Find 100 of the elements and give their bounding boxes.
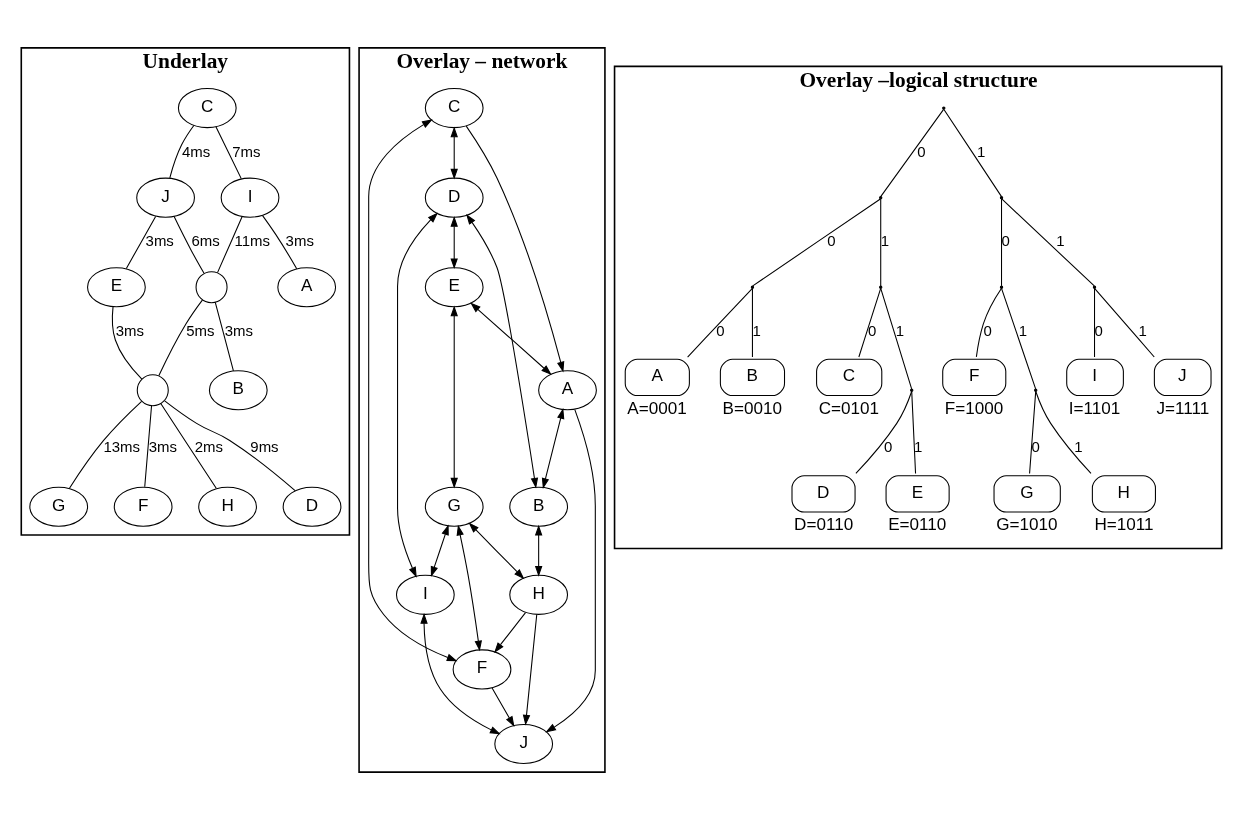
node-label: H=1011 [1094,515,1154,535]
edge-label: 1 [1018,321,1028,339]
connector [1001,288,1037,390]
connector [214,301,234,372]
edge-label: 0 [827,232,836,250]
node-point [999,285,1004,289]
edge-label: 0 [983,321,992,339]
node-ellipse: H [198,486,257,527]
node-box: G [993,475,1061,513]
node-point [750,285,755,289]
arrow [465,125,565,373]
node-ellipse: B [509,486,569,527]
node-point [1092,285,1097,289]
arrow [397,212,439,578]
edge-label: 1 [895,321,905,339]
edge-label: 3ms [285,232,314,250]
edge-label: 3ms [148,438,178,456]
node-ellipse: F [452,649,512,690]
arrow [420,613,501,735]
node-box: E [885,475,950,513]
node-label: B=0010 [722,398,782,418]
edge-label: 0 [1094,321,1103,339]
edge-label: 5ms [186,321,215,339]
connector [111,306,143,380]
node-ellipse: G [29,486,89,527]
arrow [466,213,539,489]
connector [144,405,153,488]
node-box: I [1066,358,1124,397]
node-ellipse: H [509,574,569,615]
edge-label: 0 [884,438,893,456]
node-label: J=1111 [1156,398,1210,418]
connector [1094,288,1155,358]
node-ellipse: F [113,486,173,527]
edge-label: 3ms [224,321,253,339]
connector [125,215,157,269]
arrow [470,302,552,376]
edge-label: 1 [1056,232,1065,250]
edge-label: 1 [913,438,923,456]
node-box: A [624,358,690,397]
node-ellipse: J [136,177,195,218]
arrow [450,126,458,180]
node-ellipse: A [538,370,597,411]
arrow [456,524,482,652]
edge-label: 11ms [234,232,270,250]
connector [1093,288,1096,358]
connector [911,391,917,474]
node-ellipse: C [424,88,484,129]
node-ellipse: D [424,177,484,218]
node-label: E=0110 [888,515,947,535]
edge-label: 0 [868,321,877,339]
arrow [450,216,458,270]
edge-label: 9ms [250,438,279,456]
arrow [430,524,449,578]
node-label: G=1010 [996,515,1058,535]
node-box: C [816,358,883,397]
connector [164,400,296,492]
edge-label: 13ms [103,438,141,456]
node-label: A=0001 [627,398,687,418]
edge-label: 7ms [232,142,261,160]
node-ellipse: C [177,88,237,129]
edge-label: 1 [1138,321,1147,339]
edge-label: 0 [1031,438,1040,456]
node-box: F [942,358,1007,397]
connector [751,288,753,358]
node-box: J [1153,358,1212,397]
node-box: H [1091,475,1156,513]
arrow [534,524,543,577]
arrow [522,613,538,726]
connector [855,390,913,474]
connector [975,287,1002,358]
node-ellipse: D [282,486,342,527]
arrow [368,119,458,662]
node-circle [195,271,228,304]
edge-label: 0 [917,142,926,160]
connector [1029,391,1037,474]
edge-label: 3ms [115,321,144,339]
connector [173,216,205,274]
node-ellipse: I [395,574,455,615]
arrow [468,522,525,580]
connector [1035,390,1092,474]
arrow [491,687,515,727]
arrow [541,408,565,489]
connector [216,216,243,274]
edge-label: 1 [977,142,986,160]
edge-label: 4ms [181,142,211,160]
node-point [879,195,883,200]
node-ellipse: J [494,723,554,765]
node-label: I=1101 [1068,398,1121,418]
node-ellipse: G [424,486,484,527]
node-ellipse: E [424,267,484,308]
connector [158,299,204,377]
connector [880,288,913,390]
connector [687,288,753,358]
node-ellipse: I [220,177,280,218]
connector [262,215,298,270]
connector [1001,198,1095,287]
edge-label: 1 [752,321,761,339]
connector [858,288,882,358]
connector [169,125,195,179]
node-point [910,388,914,392]
